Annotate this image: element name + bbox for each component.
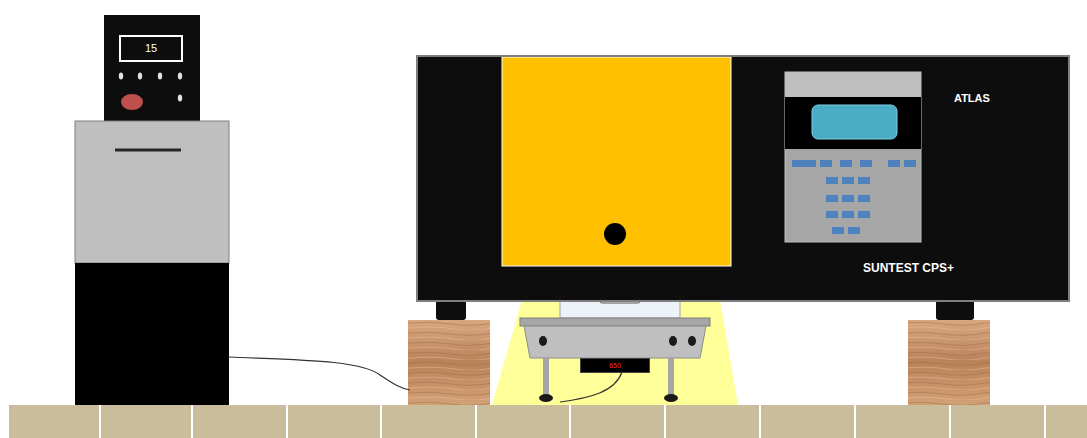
chamber-foot — [936, 300, 974, 320]
display-value: 15 — [145, 42, 157, 54]
cable — [229, 357, 410, 390]
sunlight-chamber: ATLAS SUNTEST CPS+ — [416, 55, 1070, 302]
chamber-foot — [436, 300, 466, 320]
chiller-unit — [75, 15, 229, 405]
sample-holder — [520, 296, 710, 402]
sample-display: 650 — [580, 358, 650, 373]
display-value: 650 — [609, 362, 621, 370]
floor-tiles — [8, 405, 1087, 438]
brand-label: ATLAS — [954, 92, 990, 104]
cable — [560, 372, 622, 402]
wooden-block — [908, 320, 990, 405]
model-label: SUNTEST CPS+ — [863, 262, 954, 275]
wooden-block — [408, 320, 490, 405]
temperature-display: 15 — [119, 35, 183, 62]
